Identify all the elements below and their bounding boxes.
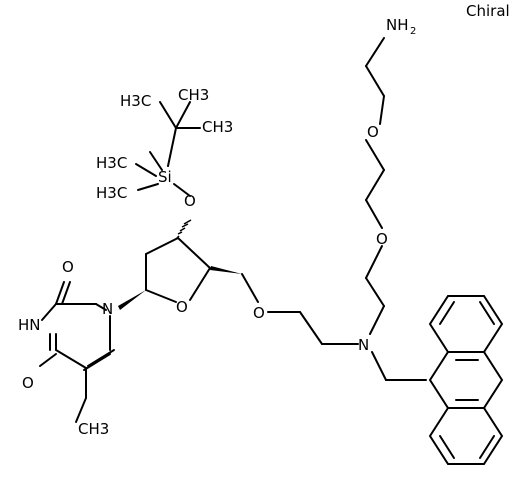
amine-nh-label: NH bbox=[386, 16, 409, 34]
amine-subscript-label: 2 bbox=[410, 26, 416, 37]
hashed-bond-c3-o bbox=[176, 219, 192, 239]
si-methyl-b-label: H3C bbox=[96, 184, 127, 202]
tbu-top-methyl-label: CH3 bbox=[178, 86, 209, 104]
ether-oxygen-linker-label: O bbox=[253, 304, 265, 322]
silyl-ether-oxygen-label: O bbox=[184, 192, 196, 210]
tbu-right-methyl-label: CH3 bbox=[202, 118, 233, 136]
silicon-label: Si bbox=[158, 168, 172, 186]
tertiary-nitrogen-label: N bbox=[358, 336, 369, 354]
ether-oxygen-mid-label: O bbox=[376, 230, 388, 248]
si-methyl-a-label: H3C bbox=[96, 154, 127, 172]
anthracene-ring-system bbox=[428, 295, 504, 465]
ring-oxygen-label: O bbox=[176, 298, 188, 316]
ring-nitrogen-label: N bbox=[102, 300, 113, 318]
carbonyl-oxygen-bottom-label: O bbox=[22, 374, 34, 392]
bond-lines bbox=[39, 37, 427, 423]
imide-nh-label: HN bbox=[18, 316, 41, 334]
carbonyl-oxygen-top-label: O bbox=[62, 258, 74, 276]
wedge-bond-c4 bbox=[210, 266, 242, 274]
ether-oxygen-top-label: O bbox=[367, 123, 379, 141]
methyl-label: CH3 bbox=[78, 420, 109, 438]
chiral-annotation: Chiral bbox=[466, 2, 510, 20]
wedge-bond-c1-n bbox=[118, 290, 146, 310]
tbu-left-methyl-label: H3C bbox=[120, 92, 151, 110]
atom-labels: NH 2 O O N O O O Si H3C CH3 CH3 H3C H3C … bbox=[18, 16, 416, 438]
